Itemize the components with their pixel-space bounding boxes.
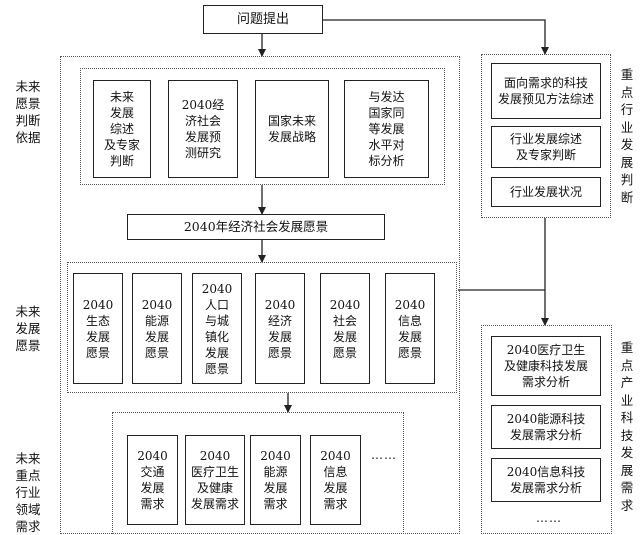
label-vision: 未来 发展 愿景 — [15, 304, 41, 353]
basis-box-forecast: 2040经 济社会 发展预 测研究 — [168, 80, 238, 178]
right-box-energy-needs: 2040能源科技 发展需求分析 — [491, 405, 601, 449]
question-box: 问题提出 — [203, 5, 323, 34]
vision-box-energy: 2040 能源 发展 愿景 — [132, 273, 182, 384]
basis-box-benchmark: 与发达 国家同 等发展 水平对 标分析 — [344, 80, 429, 178]
need-box-information: 2040 信息 发展 需求 — [310, 435, 361, 525]
label-industry-needs: 重 点 产 业 科 技 发 展 需 求 — [620, 340, 634, 513]
vision-box-economy: 2040 经济 发展 愿景 — [255, 273, 305, 384]
vision-box-society: 2040 社会 发展 愿景 — [320, 273, 370, 384]
right-more-ellipsis: …… — [536, 511, 562, 525]
arrow-question-to-right — [323, 19, 549, 55]
basis-box-expert: 未来 发展 综述 及专家 判断 — [93, 80, 151, 178]
basis-group — [80, 68, 445, 185]
vision-box-information: 2040 信息 发展 愿景 — [385, 273, 435, 384]
basis-box-strategy: 国家未来 发展战略 — [255, 80, 329, 178]
right-box-methods: 面向需求的科技 发展预见方法综述 — [491, 63, 601, 119]
right-box-health-needs: 2040医疗卫生 及健康科技发展 需求分析 — [491, 336, 601, 396]
need-more-ellipsis: …… — [371, 448, 397, 462]
label-basis: 未来 愿景 判断 依据 — [15, 79, 41, 145]
vision-title-box: 2040年经济社会发展愿景 — [127, 214, 385, 240]
label-needs: 未来 重点 行业 领域 需求 — [15, 451, 41, 534]
vision-box-ecology: 2040 生态 发展 愿景 — [73, 273, 123, 384]
need-box-health: 2040 医疗卫生 及健康 发展需求 — [185, 435, 245, 525]
right-box-info-needs: 2040信息科技 发展需求分析 — [491, 458, 601, 502]
right-box-industry-review: 行业发展综述 及专家判断 — [491, 126, 601, 168]
need-box-transport: 2040 交通 发展 需求 — [127, 435, 178, 525]
label-industry-judge: 重 点 行 业 发 展 判 断 — [620, 67, 634, 205]
vision-group — [67, 262, 457, 393]
need-box-energy: 2040 能源 发展 需求 — [250, 435, 301, 525]
right-box-industry-status: 行业发展状况 — [491, 177, 601, 207]
right-judge-group — [481, 54, 611, 218]
vision-box-population: 2040 人口 与城 镇化 发展 愿景 — [192, 273, 242, 384]
